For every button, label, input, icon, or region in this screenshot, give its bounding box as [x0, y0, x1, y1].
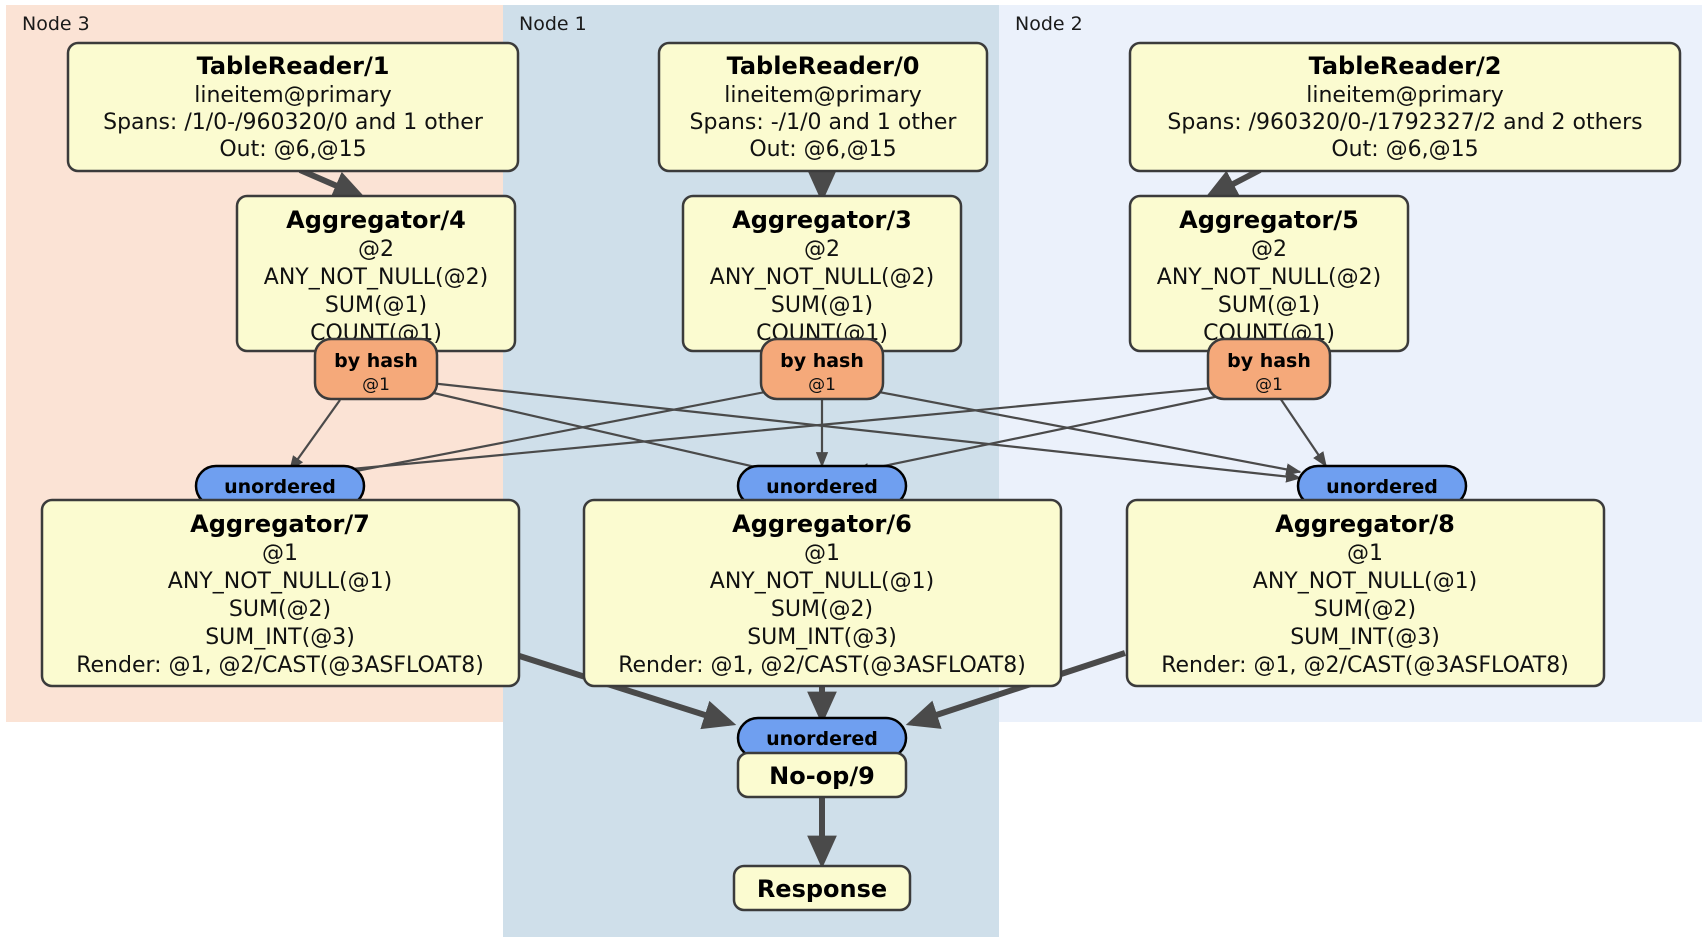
edge-hashright-to-unordered-right	[1279, 397, 1327, 468]
processor-line: lineitem@primary	[1306, 83, 1504, 108]
processor-title: TableReader/1	[197, 52, 390, 80]
processor-title: Aggregator/6	[732, 510, 912, 538]
processor-line: @2	[358, 237, 394, 262]
processor-line: ANY_NOT_NULL(@2)	[1157, 265, 1381, 290]
processor-line: Render: @1, @2/CAST(@3ASFLOAT8)	[76, 653, 484, 678]
processor-line: SUM(@1)	[1218, 293, 1320, 318]
processor-title: Aggregator/4	[286, 206, 466, 234]
edge-tr1-to-agg4	[298, 167, 367, 200]
edge-hashright-to-unordered-mid	[853, 391, 1235, 476]
processor-line: @2	[1251, 237, 1287, 262]
processor-line: @1	[262, 541, 298, 566]
processor-aggregator-6[interactable]: Aggregator/6 @1 ANY_NOT_NULL(@1) SUM(@2)…	[582, 498, 1063, 688]
synchronizer-unordered-right[interactable]: unordered	[1296, 464, 1468, 508]
processor-aggregator-8[interactable]: Aggregator/8 @1 ANY_NOT_NULL(@1) SUM(@2)…	[1125, 498, 1606, 688]
edge-group-reader-to-agg	[298, 167, 1262, 203]
router-sublabel: @1	[808, 375, 836, 395]
processor-aggregator-5[interactable]: Aggregator/5 @2 ANY_NOT_NULL(@2) SUM(@1)…	[1128, 194, 1410, 353]
processor-line: Render: @1, @2/CAST(@3ASFLOAT8)	[1161, 653, 1569, 678]
processor-line: SUM_INT(@3)	[1290, 625, 1440, 650]
edge-hashleft-to-unordered-right	[411, 379, 1302, 483]
processor-title: Aggregator/3	[732, 206, 912, 234]
edge-hashleft-to-unordered-left	[289, 399, 341, 472]
synchronizer-label: unordered	[224, 476, 336, 498]
processor-line: SUM(@1)	[771, 293, 873, 318]
processor-aggregator-7[interactable]: Aggregator/7 @1 ANY_NOT_NULL(@1) SUM(@2)…	[40, 498, 521, 688]
processor-line: ANY_NOT_NULL(@1)	[168, 569, 392, 594]
node-panel-label-node1: Node 1	[519, 13, 587, 35]
processor-table-reader-1[interactable]: TableReader/1 lineitem@primary Spans: /1…	[66, 41, 520, 173]
edge-hashmid-to-unordered-left	[318, 386, 787, 482]
processor-table-reader-0[interactable]: TableReader/0 lineitem@primary Spans: -/…	[657, 41, 989, 173]
processor-aggregator-4[interactable]: Aggregator/4 @2 ANY_NOT_NULL(@2) SUM(@1)…	[235, 194, 517, 353]
processor-line: @1	[804, 541, 840, 566]
processor-title: TableReader/0	[727, 52, 920, 80]
processor-line: SUM_INT(@3)	[205, 625, 355, 650]
processor-line: Spans: /1/0-/960320/0 and 1 other	[103, 110, 484, 135]
node-panel-label-node2: Node 2	[1015, 13, 1083, 35]
router-hash-right[interactable]: by hash @1	[1206, 337, 1332, 401]
processor-title: TableReader/2	[1309, 52, 1502, 80]
synchronizer-label: unordered	[766, 476, 878, 498]
processor-line: ANY_NOT_NULL(@1)	[1253, 569, 1477, 594]
edge-tr2-to-agg5	[1204, 167, 1262, 200]
processor-line: @1	[1347, 541, 1383, 566]
processor-title: Response	[757, 875, 887, 903]
synchronizer-unordered-mid[interactable]: unordered	[736, 464, 908, 508]
edge-agg7-to-unordered-final	[509, 650, 737, 730]
processor-title: Aggregator/5	[1179, 206, 1359, 234]
processor-line: ANY_NOT_NULL(@2)	[710, 265, 934, 290]
processor-line: lineitem@primary	[194, 83, 392, 108]
processor-line: lineitem@primary	[724, 83, 922, 108]
edge-group-hash-shuffle	[289, 379, 1327, 483]
router-hash-left[interactable]: by hash @1	[313, 337, 439, 401]
router-sublabel: @1	[1255, 375, 1283, 395]
processor-line: ANY_NOT_NULL(@2)	[264, 265, 488, 290]
processor-aggregator-3[interactable]: Aggregator/3 @2 ANY_NOT_NULL(@2) SUM(@1)…	[681, 194, 963, 353]
router-hash-mid[interactable]: by hash @1	[759, 337, 885, 401]
processor-line: Out: @6,@15	[1331, 137, 1478, 162]
processor-line: SUM(@2)	[229, 597, 331, 622]
processor-line: ANY_NOT_NULL(@1)	[710, 569, 934, 594]
synchronizer-unordered-left[interactable]: unordered	[194, 464, 366, 508]
synchronizer-label: unordered	[766, 728, 878, 750]
processor-line: Render: @1, @2/CAST(@3ASFLOAT8)	[618, 653, 1026, 678]
processor-line: SUM(@2)	[1314, 597, 1416, 622]
edge-hashright-to-unordered-left	[318, 384, 1235, 477]
processor-title: Aggregator/7	[190, 510, 370, 538]
processor-title: No-op/9	[769, 762, 875, 790]
processor-table-reader-2[interactable]: TableReader/2 lineitem@primary Spans: /9…	[1128, 41, 1682, 173]
edge-agg8-to-unordered-final	[905, 650, 1126, 729]
processor-line: SUM(@2)	[771, 597, 873, 622]
processor-line: Out: @6,@15	[219, 137, 366, 162]
processor-title: Aggregator/8	[1275, 510, 1455, 538]
processor-line: SUM(@1)	[325, 293, 427, 318]
router-label: by hash	[780, 350, 864, 372]
processor-line: SUM_INT(@3)	[747, 625, 897, 650]
processor-line: Spans: -/1/0 and 1 other	[690, 110, 958, 135]
processor-noop-9[interactable]: No-op/9	[736, 751, 908, 799]
processor-line: @2	[804, 237, 840, 262]
edge-hashmid-to-unordered-right	[857, 386, 1302, 476]
processor-line: Out: @6,@15	[749, 137, 896, 162]
edge-hashleft-to-unordered-mid	[411, 386, 792, 478]
router-label: by hash	[1227, 350, 1311, 372]
router-sublabel: @1	[362, 375, 390, 395]
router-label: by hash	[334, 350, 418, 372]
node-panel-label-node3: Node 3	[22, 13, 90, 35]
processor-response[interactable]: Response	[732, 864, 912, 912]
processor-line: Spans: /960320/0-/1792327/2 and 2 others	[1167, 110, 1642, 135]
synchronizer-label: unordered	[1326, 476, 1438, 498]
